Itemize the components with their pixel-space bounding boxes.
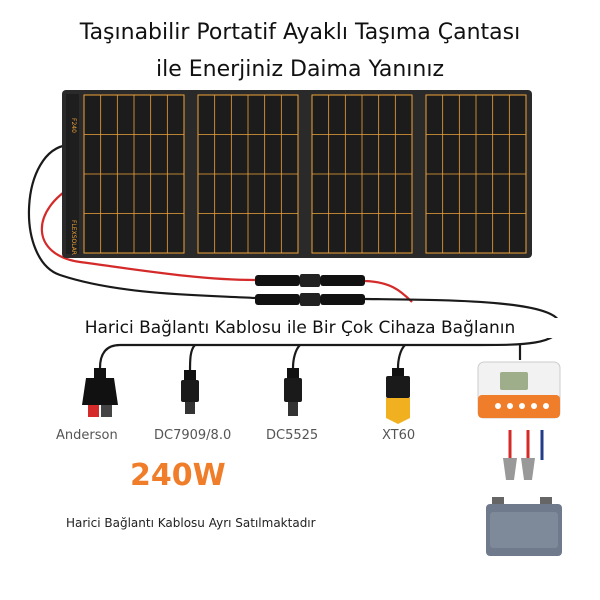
sold-separately-note: Harici Bağlantı Kablosu Ayrı Satılmaktad… bbox=[66, 516, 316, 530]
connector-label-dc7909: DC7909/8.0 bbox=[154, 428, 232, 443]
battery bbox=[486, 497, 562, 556]
connector-label-dc5525: DC5525 bbox=[266, 428, 319, 443]
battery-clamps bbox=[503, 430, 544, 480]
cable-caption: Harici Bağlantı Kablosu ile Bir Çok Ciha… bbox=[0, 318, 600, 338]
panel-brand-label: FLEXSOLAR bbox=[70, 220, 77, 255]
charge-controller bbox=[477, 361, 561, 419]
title-line-1: Taşınabilir Portatif Ayaklı Taşıma Çanta… bbox=[79, 20, 521, 45]
mc4-connector-top bbox=[255, 274, 365, 287]
mc4-connector-bottom bbox=[255, 293, 365, 306]
xt60-connector-icon bbox=[386, 368, 410, 424]
solar-cells bbox=[83, 94, 527, 254]
panel-black-cable bbox=[27, 143, 256, 300]
panel-red-cable bbox=[40, 184, 256, 282]
panel-model-label: F240 bbox=[70, 118, 77, 133]
connector-label-anderson: Anderson bbox=[56, 428, 118, 443]
power-rating: 240W bbox=[130, 458, 226, 493]
title-line-2: ile Enerjiniz Daima Yanınız bbox=[156, 57, 444, 82]
connector-label-xt60: XT60 bbox=[382, 428, 416, 443]
dc5525-connector-icon bbox=[284, 368, 302, 416]
anderson-connector-icon bbox=[82, 368, 118, 417]
dc7909-connector-icon bbox=[181, 370, 199, 414]
solar-panel: F240 FLEXSOLAR bbox=[62, 90, 532, 258]
